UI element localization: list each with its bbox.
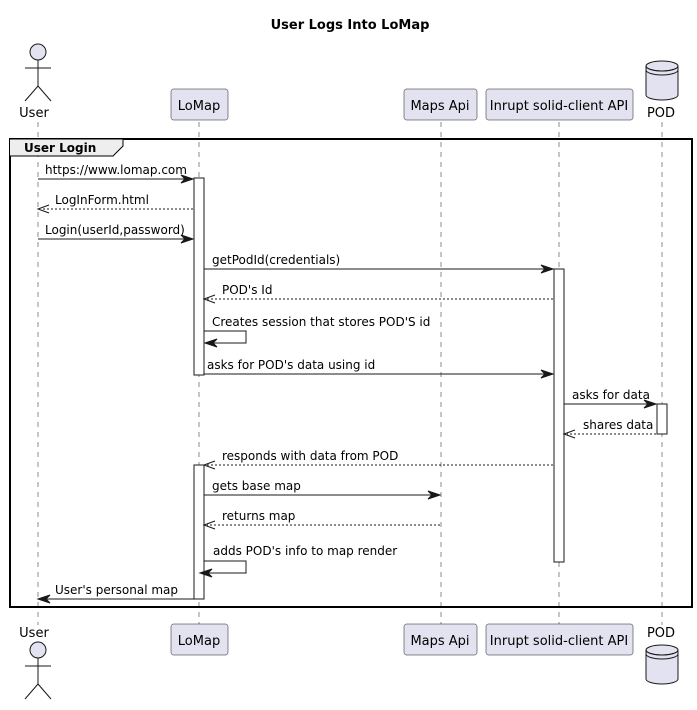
message-login-form: LogInForm.html (36, 193, 193, 214)
message-label: https://www.lomap.com (45, 163, 187, 177)
message-label: returns map (222, 509, 295, 523)
database-icon (645, 60, 679, 101)
participant-label: Inrupt solid-client API (490, 99, 628, 114)
message-respond-data: responds with data from POD (202, 449, 553, 470)
activation-inrupt (553, 268, 565, 563)
message-label: POD's Id (222, 283, 272, 297)
message-label: Creates session that stores POD'S id (212, 315, 430, 329)
diagram-title: User Logs Into LoMap (271, 18, 430, 33)
participant-user-bottom: User (19, 626, 52, 700)
message-ask-pod-data: asks for POD's data using id (204, 358, 555, 379)
message-label: adds POD's info to map render (213, 544, 397, 558)
message-get-base-map: gets base map (204, 479, 442, 500)
participant-label: Maps Api (410, 634, 469, 649)
message-pod-id: POD's Id (202, 283, 553, 304)
actor-icon (24, 641, 52, 700)
activation-lomap-1 (193, 177, 205, 376)
participant-inrupt-top: Inrupt solid-client API (485, 88, 634, 121)
message-label: gets base map (212, 479, 301, 493)
activation-pod (656, 403, 668, 435)
message-request-site: https://www.lomap.com (38, 163, 195, 184)
participant-label: POD (647, 106, 675, 121)
message-login: Login(userId,password) (38, 223, 195, 244)
message-personal-map: User's personal map (36, 583, 194, 604)
participant-label: Inrupt solid-client API (490, 634, 628, 649)
participant-label: Maps Api (410, 99, 469, 114)
message-return-map: returns map (202, 509, 440, 530)
message-create-session: Creates session that stores POD'S id (203, 315, 430, 348)
message-label: responds with data from POD (222, 449, 398, 463)
participant-lomap-top: LoMap (170, 88, 229, 121)
participant-inrupt-bottom: Inrupt solid-client API (485, 623, 634, 656)
message-label: getPodId(credentials) (212, 253, 340, 267)
group-frame: User Login (9, 138, 693, 608)
participant-label: POD (647, 626, 675, 641)
message-label: Login(userId,password) (45, 223, 185, 237)
message-add-pod-info: adds POD's info to map render (198, 544, 397, 578)
message-ask-data: asks for data (564, 388, 658, 409)
participant-maps-top: Maps Api (403, 88, 478, 121)
message-label: User's personal map (55, 583, 178, 597)
participant-user-top: User (19, 43, 52, 121)
message-share-data: shares data (562, 418, 656, 439)
participant-label: LoMap (178, 634, 220, 649)
participant-pod-top: POD (645, 60, 679, 121)
participant-label: LoMap (178, 99, 220, 114)
database-icon (645, 644, 679, 685)
actor-icon (24, 43, 52, 102)
group-label: User Login (24, 141, 96, 155)
message-get-pod-id: getPodId(credentials) (204, 253, 555, 274)
participant-pod-bottom: POD (645, 626, 679, 685)
message-label: LogInForm.html (55, 193, 149, 207)
activation-lomap-2 (193, 464, 205, 600)
message-label: asks for data (572, 388, 650, 402)
participant-lomap-bottom: LoMap (170, 623, 229, 656)
participant-label: User (19, 106, 49, 121)
message-label: asks for POD's data using id (207, 358, 375, 372)
participant-label: User (19, 626, 49, 641)
participant-maps-bottom: Maps Api (403, 623, 478, 656)
message-label: shares data (583, 418, 653, 432)
